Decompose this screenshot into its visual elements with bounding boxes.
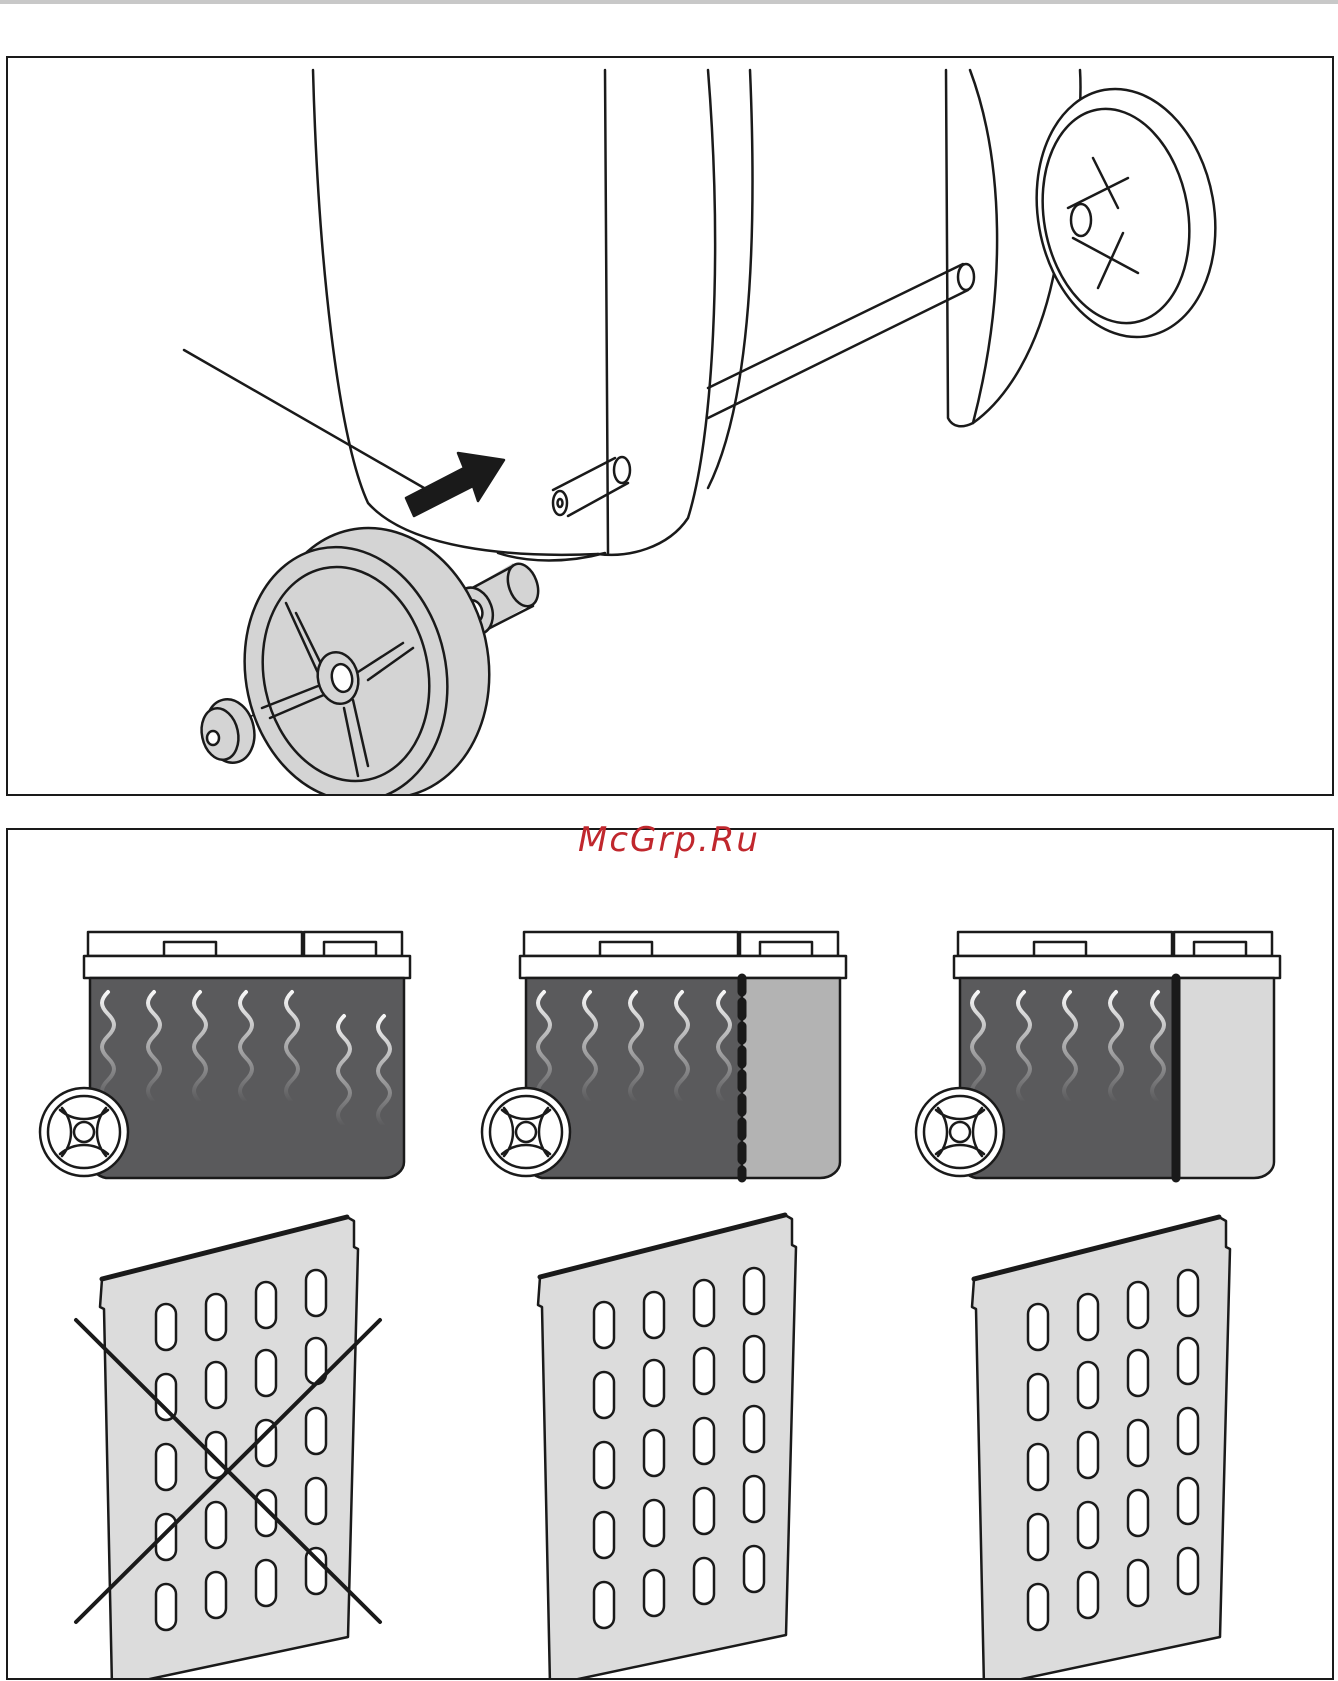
filter-states-illustration [8,830,1334,1680]
filter-2-icon [538,1215,796,1680]
tank-2-icon [482,932,846,1178]
filter-3-icon [972,1217,1230,1680]
heater-body-icon [184,70,1081,561]
axle-icon [553,264,974,516]
tank-3-icon [916,932,1280,1178]
filter-states-panel [6,828,1334,1680]
top-rule [0,0,1338,4]
insert-arrow-icon [406,453,504,516]
wheel-icon [222,507,514,796]
tank-1-icon [40,932,410,1178]
wheel-assembly-illustration [8,58,1334,796]
back-wheel-icon [1018,75,1235,352]
watermark-text: McGrp.Ru [0,820,1338,860]
filter-1-icon [100,1217,358,1680]
wheel-assembly-panel [6,56,1334,796]
